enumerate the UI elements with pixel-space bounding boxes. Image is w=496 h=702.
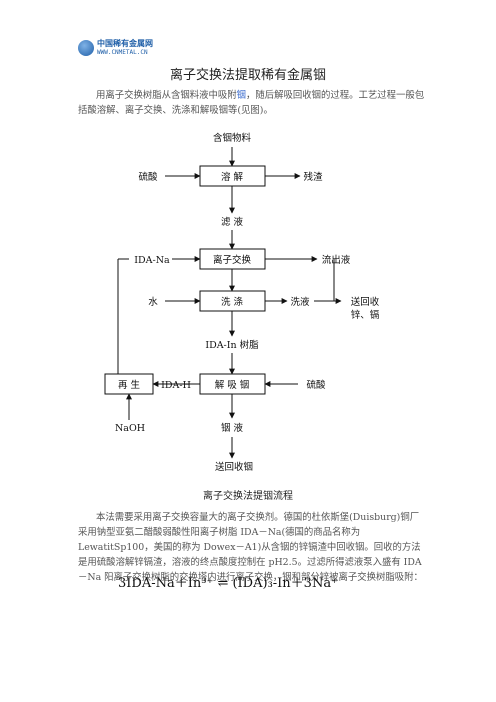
- indium-link[interactable]: 铟: [236, 90, 247, 101]
- intro-text: 用离子交换树脂从含铟料液中吸附: [96, 90, 237, 101]
- node-water: 水: [148, 296, 158, 308]
- page-title: 离子交换法提取稀有金属铟: [169, 68, 326, 83]
- node-ida-in: IDA-In 树脂: [205, 339, 259, 351]
- intro-text-rest: ，随后解吸回收铟的过程。工艺过程一般包括酸溶解、离子交换、洗涤和解吸铟等(见图)…: [78, 90, 425, 116]
- node-desorb: 解 吸 铟: [215, 379, 250, 391]
- node-ida-na: IDA-Na: [134, 255, 170, 266]
- body-paragraph: 本法需要采用离子交换容量大的离子交换剂。德国的杜依斯堡(Duisburg)铜厂采…: [78, 512, 423, 583]
- node-ida-h: IDA-H: [161, 380, 191, 391]
- node-recover-1: 送回收: [351, 296, 380, 308]
- node-effluent: 流出液: [322, 254, 351, 266]
- node-wash-liquor: 洗液: [290, 296, 310, 308]
- node-feed: 含铟物料: [213, 132, 252, 144]
- node-in-liquor: 铟 液: [221, 422, 244, 434]
- node-dissolve: 溶 解: [221, 171, 244, 183]
- node-to-recovery: 送回收铟: [215, 461, 253, 473]
- figure-caption: 离子交换法提铟流程: [203, 491, 293, 502]
- globe-icon: [78, 40, 94, 56]
- node-ion-exchange: 离子交换: [213, 254, 252, 266]
- node-sulfuric: 硫酸: [306, 379, 326, 391]
- site-logo: 中国稀有金属网 WWW.CNMETAL.CN: [78, 38, 158, 60]
- logo-url: WWW.CNMETAL.CN: [97, 49, 148, 56]
- node-naoh: NaOH: [115, 423, 145, 434]
- node-recover-2: 锌、镉: [351, 309, 380, 321]
- chemical-equation: 3IDA-Na＋In³⁺ ⇌ (IDA)₃-In＋3Na⁺: [118, 576, 338, 591]
- logo-text: 中国稀有金属网: [97, 39, 153, 48]
- node-residue: 残渣: [303, 171, 323, 183]
- node-wash: 洗 涤: [221, 296, 244, 308]
- node-filtrate: 滤 液: [221, 216, 244, 228]
- intro-paragraph: 用离子交换树脂从含铟料液中吸附铟，随后解吸回收铟的过程。工艺过程一般包括酸溶解、…: [78, 88, 426, 118]
- node-regen: 再 生: [118, 379, 141, 391]
- node-acid: 硫酸: [138, 171, 158, 183]
